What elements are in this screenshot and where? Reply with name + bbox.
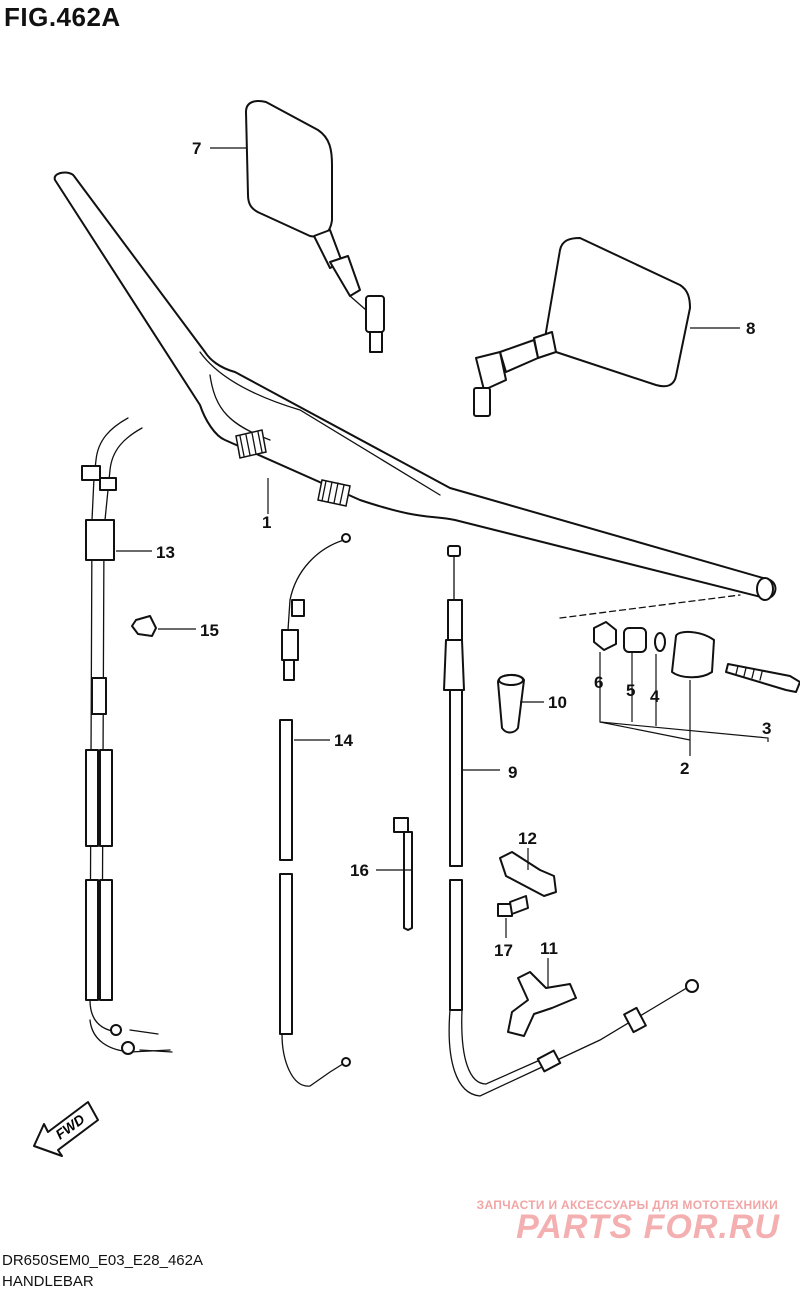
bar-end-bolt[interactable] (725, 663, 800, 693)
callout-14: 14 (334, 731, 353, 750)
callout-6: 6 (594, 673, 603, 692)
bar-end-nut[interactable] (593, 621, 617, 651)
callout-4: 4 (650, 687, 660, 706)
figure-code: DR650SEM0_E03_E28_462A (2, 1252, 203, 1269)
bracket-upper[interactable] (499, 851, 557, 897)
watermark-tagline: ЗАПЧАСТИ И АКСЕССУАРЫ ДЛЯ МОТОТЕХНИКИ (476, 1198, 778, 1212)
handlebar-grip-band-left (235, 429, 267, 459)
bracket-lower[interactable] (507, 971, 577, 1037)
figure-title: FIG.462A (4, 2, 121, 32)
bracket-bolt[interactable] (497, 895, 529, 917)
mirror-right[interactable] (473, 237, 691, 417)
figure-name: HANDLEBAR (2, 1273, 94, 1290)
bar-end-washer[interactable] (654, 632, 666, 652)
forward-direction-arrow: FWD (33, 1101, 99, 1157)
throttle-cables[interactable] (81, 417, 173, 1055)
callout-8: 8 (746, 319, 755, 338)
bar-end-outer-weight[interactable] (671, 630, 715, 679)
callout-9: 9 (508, 763, 517, 782)
cable-boot[interactable] (497, 674, 525, 734)
callout-11: 11 (540, 939, 558, 958)
handlebar[interactable] (53, 171, 777, 619)
bar-end-inner-weight[interactable] (623, 627, 647, 653)
callout-15: 15 (200, 621, 219, 640)
choke-cable[interactable] (279, 533, 351, 1087)
callout-7: 7 (192, 139, 201, 158)
callout-2: 2 (680, 759, 689, 778)
cable-clip[interactable] (131, 615, 157, 637)
callout-16: 16 (350, 861, 369, 880)
callout-17: 17 (494, 941, 513, 960)
callout-1: 1 (262, 513, 271, 532)
clutch-cable[interactable] (443, 545, 699, 1097)
callouts: 7 8 1 13 15 6 5 4 3 2 14 10 9 12 16 11 1… (156, 139, 771, 960)
callout-3: 3 (762, 719, 771, 738)
watermark-logo: PARTS FOR.RU (516, 1208, 780, 1246)
callout-10: 10 (548, 693, 567, 712)
leader-lines (116, 147, 769, 988)
callout-13: 13 (156, 543, 175, 562)
handlebar-grip-band-right (317, 479, 351, 507)
callout-5: 5 (626, 681, 635, 700)
cable-tie[interactable] (393, 817, 413, 931)
callout-12: 12 (518, 829, 537, 848)
mirror-left[interactable] (245, 100, 385, 353)
